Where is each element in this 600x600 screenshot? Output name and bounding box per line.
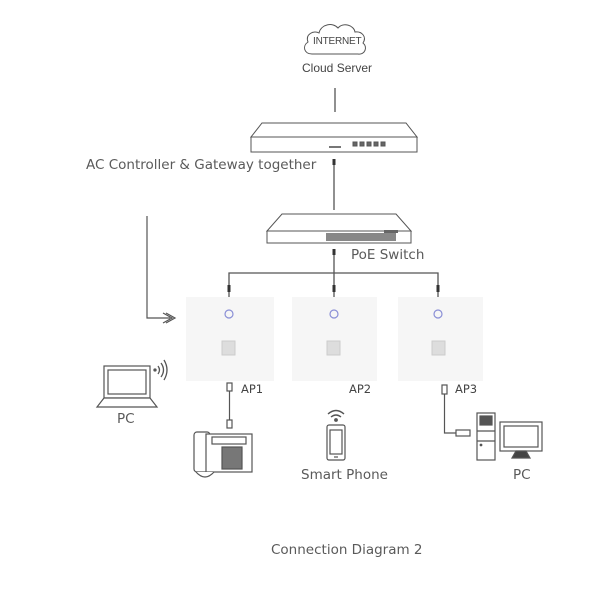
desktop-tower-icon [476, 412, 496, 461]
cloud-server-label: Cloud Server [302, 61, 373, 75]
ap1-label: AP1 [241, 382, 264, 396]
ap3-panel [398, 297, 483, 381]
poe-switch-icon [265, 213, 413, 244]
desk-phone-icon [193, 431, 253, 478]
ap1-cable [226, 382, 233, 429]
wifi-signal-icon-phone [327, 409, 345, 422]
ap2-panel [292, 297, 377, 381]
ap2-label: AP2 [349, 382, 372, 396]
link-gateway-ap1-side [146, 216, 177, 324]
diagram-caption: Connection Diagram 2 [271, 542, 423, 558]
wifi-signal-icon [153, 359, 168, 381]
smartphone-label: Smart Phone [301, 467, 388, 483]
laptop-icon [95, 365, 159, 408]
monitor-icon [499, 421, 543, 459]
smartphone-icon [326, 424, 346, 461]
ap1-panel [186, 297, 274, 381]
gateway-label: AC Controller & Gateway together [86, 157, 317, 173]
desktop-label: PC [513, 467, 531, 483]
ap3-cable [441, 384, 471, 437]
cloud-icon [304, 24, 366, 55]
poe-switch-label: PoE Switch [351, 247, 425, 263]
ap3-label: AP3 [455, 382, 478, 396]
laptop-label: PC [117, 411, 135, 427]
gateway-device-icon [249, 122, 419, 153]
cloud-inner-label: INTERNET [313, 36, 362, 47]
